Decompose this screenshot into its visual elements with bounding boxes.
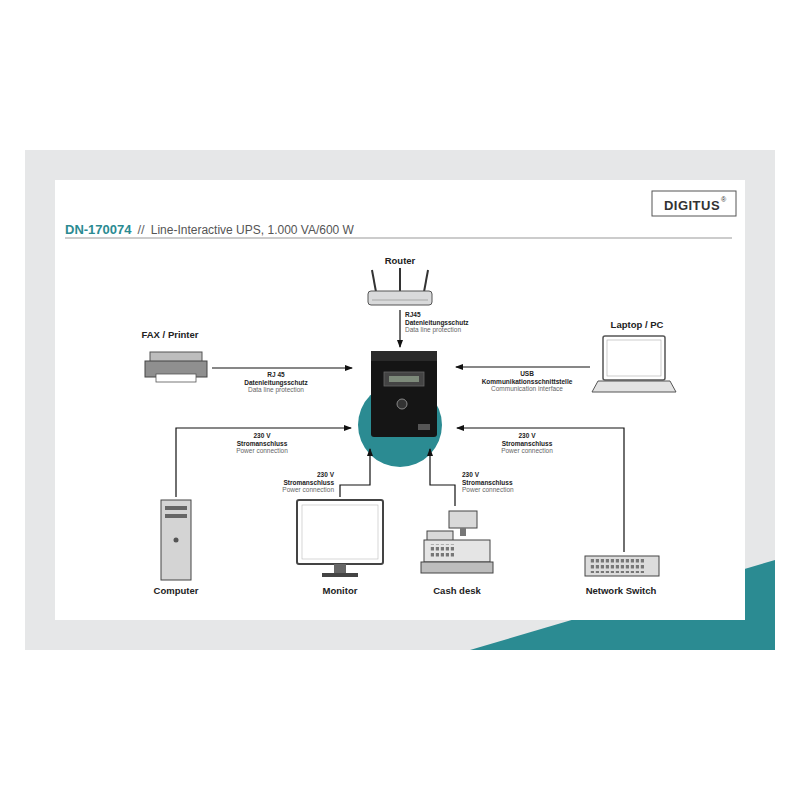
device-label: Cash desk — [433, 586, 481, 596]
german-note: Kommunikationsschnittstelle — [482, 379, 573, 386]
device-label: Monitor — [323, 586, 358, 596]
router-icon — [368, 268, 432, 305]
connection-type: 230 V — [519, 433, 536, 440]
title: Line-Interactive UPS, 1.000 VA/600 W — [151, 223, 354, 237]
separator: // — [138, 222, 145, 237]
registered-mark: ® — [721, 196, 726, 203]
connection-type: USB — [520, 371, 534, 378]
cash-desk-icon — [421, 511, 493, 573]
device-label: Network Switch — [586, 586, 657, 596]
network-switch-icon — [585, 556, 659, 576]
title-rule — [65, 238, 732, 239]
english-note: Data line protection — [248, 387, 304, 394]
german-note: Stromanschluss — [462, 480, 513, 487]
device-label: FAX / Printer — [141, 330, 198, 340]
german-note: Stromanschluss — [283, 480, 334, 487]
connection-type: RJ45 — [405, 312, 421, 319]
device-node: Router — [385, 256, 416, 266]
german-note: Datenleitungsschutz — [244, 380, 308, 387]
printer-icon — [145, 352, 207, 382]
monitor-icon — [297, 500, 383, 577]
connection-type: 230 V — [254, 433, 271, 440]
english-note: Power connection — [236, 448, 288, 455]
ups-unit — [371, 351, 437, 437]
english-note: Power connection — [501, 448, 553, 455]
connection-type: 230 V — [317, 472, 334, 479]
connection-type: 230 V — [462, 472, 479, 479]
device-node: Computer — [154, 586, 199, 596]
device-node: Laptop / PC — [611, 320, 664, 330]
english-note: Power connection — [462, 487, 514, 494]
german-note: Stromanschluss — [502, 441, 553, 448]
computer-tower-icon — [161, 500, 191, 580]
english-note: Power connection — [282, 487, 334, 494]
card — [55, 180, 745, 620]
product-code: DN-170074 — [65, 222, 132, 237]
device-node: Network Switch — [586, 586, 657, 596]
brand-logo: DIGITUS — [664, 198, 720, 213]
german-note: Stromanschluss — [237, 441, 288, 448]
device-node: Cash desk — [433, 586, 481, 596]
device-node: FAX / Printer — [141, 330, 198, 340]
logo-frame — [652, 191, 736, 216]
device-node: Monitor — [323, 586, 358, 596]
arrows — [176, 310, 624, 552]
device-label: Computer — [154, 586, 199, 596]
german-note: Datenleitungsschutz — [405, 320, 469, 327]
english-note: Communication interface — [491, 386, 563, 393]
english-note: Data line protection — [405, 327, 461, 334]
device-label: Laptop / PC — [611, 320, 664, 330]
device-label: Router — [385, 256, 416, 266]
laptop-icon — [592, 336, 676, 392]
connection-type: RJ 45 — [267, 372, 284, 379]
backdrop — [25, 150, 775, 650]
